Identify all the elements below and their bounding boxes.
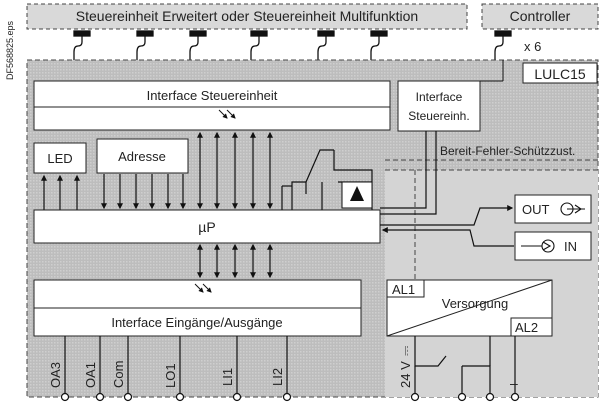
terminal-label-LI2: LI2 (270, 368, 285, 386)
terminal-wires (64, 336, 516, 394)
terminal-label-Com: Com (111, 361, 126, 388)
optocoupler-icon (218, 109, 236, 119)
input-block: IN (514, 231, 592, 261)
connector (370, 30, 388, 60)
terminal-LO1 (175, 392, 185, 402)
module-name: LULC15 (534, 66, 586, 82)
supply-voltage-label: 24 V (398, 361, 413, 388)
terminal-label-OA3: OA3 (48, 362, 63, 388)
control-unit-label: Steuereinheit Erweitert oder Steuereinhe… (76, 8, 418, 24)
connectors (73, 30, 512, 60)
terminal-OA1 (95, 392, 105, 402)
al1-label: AL1 (392, 282, 415, 297)
interface-io-label: Interface Eingänge/Ausgänge (111, 315, 282, 330)
optocoupler-icon (194, 283, 212, 293)
output-path (380, 205, 514, 226)
bus-arrows-top (197, 131, 273, 210)
interface-io-block: Interface Eingänge/Ausgänge (33, 279, 362, 337)
connector (317, 30, 335, 60)
terminal-a (457, 392, 467, 402)
controller-box: Controller (481, 3, 599, 30)
terminal-label-LI1: LI1 (220, 368, 235, 386)
output-symbol-icon (560, 202, 585, 216)
control-unit-box: Steuereinheit Erweitert oder Steuereinhe… (26, 3, 468, 30)
terminal-Com (123, 392, 133, 402)
connector-count: x 6 (524, 39, 541, 54)
address-block: Adresse (96, 138, 189, 174)
interface-short-line-2: Steuereinh. (408, 109, 469, 123)
terminal-b (485, 392, 495, 402)
status-text: Bereit-Fehler-Schützzust. (440, 144, 575, 158)
address-label: Adresse (118, 149, 166, 164)
terminal-label-OA1: OA1 (83, 362, 98, 388)
connector (250, 30, 268, 60)
output-block: OUT (514, 194, 592, 224)
al2-label: AL2 (515, 320, 538, 335)
connector (73, 30, 91, 60)
terminal-LI2 (282, 392, 292, 402)
interface-short-line-1: Interface (416, 90, 463, 104)
dc-symbol: ⎓ (398, 346, 413, 356)
address-arrows (101, 174, 186, 210)
file-id-label: DF568825.eps (5, 20, 15, 80)
input-symbol-icon (521, 239, 555, 253)
power-supply-block: AL1 AL2 Versorgung (386, 279, 553, 337)
output-label: OUT (522, 202, 550, 217)
microprocessor-label: µP (198, 219, 215, 235)
interface-short-connections (380, 131, 437, 215)
terminal-LI1 (232, 392, 242, 402)
terminal-circles (60, 392, 520, 402)
led-label: LED (47, 151, 72, 166)
interface-control-unit-short-block: Interface Steuereinh. (397, 80, 481, 132)
led-block: LED (33, 142, 87, 174)
input-path (381, 227, 514, 247)
power-supply-label: Versorgung (442, 296, 509, 311)
input-label: IN (564, 239, 577, 254)
terminal-OA3 (60, 392, 70, 402)
connector (494, 30, 512, 60)
terminal-24v (410, 392, 420, 402)
interface-control-unit-label: Interface Steuereinheit (147, 88, 278, 103)
controller-label: Controller (510, 8, 571, 24)
microprocessor-block: µP (33, 209, 381, 244)
connector (136, 30, 154, 60)
terminal-label-LO1: LO1 (163, 363, 178, 388)
terminal-minus (510, 392, 520, 402)
interface-control-unit-block: Interface Steuereinheit (33, 80, 391, 131)
led-arrows (41, 174, 80, 210)
alarm-triangle-icon (341, 181, 373, 209)
minus-symbol: – (510, 375, 518, 391)
connector (189, 30, 207, 60)
bus-arrows-bottom (197, 243, 273, 279)
